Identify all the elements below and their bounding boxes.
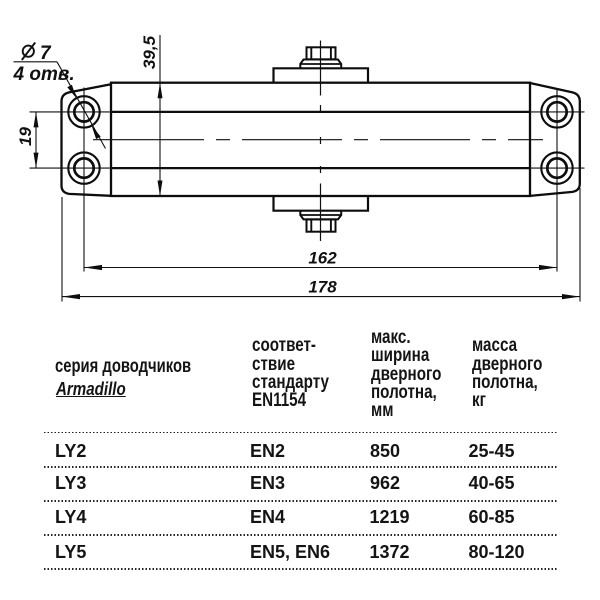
svg-text:39,5: 39,5 — [140, 35, 159, 69]
svg-text:162: 162 — [308, 249, 337, 268]
svg-text:178: 178 — [308, 278, 337, 297]
svg-text:7: 7 — [40, 43, 52, 64]
svg-text:4 отв.: 4 отв. — [13, 64, 75, 85]
svg-text:19: 19 — [16, 127, 35, 146]
